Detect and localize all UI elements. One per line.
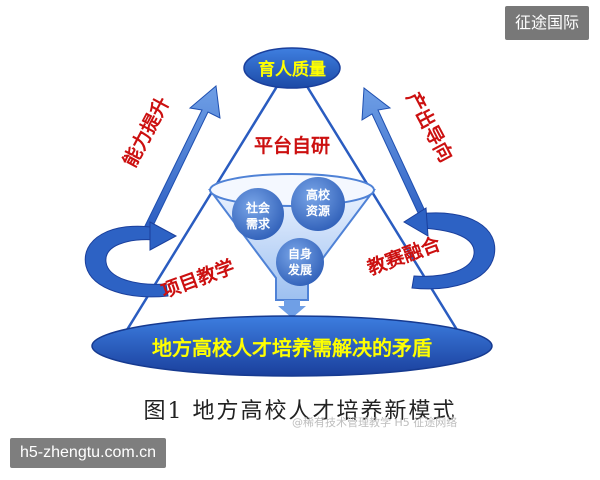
- label-left-up: 能力提升: [118, 93, 174, 171]
- faint-caption: @稀有技术管理教学 H5 征途网络: [292, 416, 458, 429]
- base-node-label: 地方高校人才培养需解决的矛盾: [152, 336, 432, 360]
- label-right-down: 教赛融合: [364, 232, 444, 280]
- talent-cultivation-diagram: 社会 需求 高校 资源 自身 发展 平台自研 育人质量 地方高校人才培养需解决的…: [84, 47, 496, 377]
- right-up-arrow: [361, 87, 433, 231]
- circle-label-self-1: 自身: [288, 246, 312, 261]
- social-demand-circle: [232, 188, 284, 240]
- watermark-top-right: 征途国际: [505, 6, 590, 40]
- base-node: 地方高校人才培养需解决的矛盾: [91, 315, 493, 377]
- right-swoosh-arrow: [403, 207, 496, 290]
- circle-label-school-2: 资源: [306, 203, 330, 218]
- top-node-label: 育人质量: [258, 59, 326, 80]
- figure-caption: 图1 地方高校人才培养新模式: [143, 399, 457, 424]
- self-development-circle: [276, 238, 324, 286]
- school-resources-circle: [291, 177, 345, 231]
- circle-label-social-1: 社会: [245, 200, 271, 215]
- funnel-title: 平台自研: [254, 134, 330, 157]
- top-node: 育人质量: [243, 47, 341, 89]
- circle-label-social-2: 需求: [246, 216, 271, 231]
- watermark-bottom-left: h5-zhengtu.com.cn: [10, 438, 167, 468]
- circle-label-school-1: 高校: [306, 187, 331, 202]
- left-swoosh-arrow: [84, 221, 178, 298]
- circle-label-self-2: 发展: [287, 262, 312, 277]
- left-up-arrow: [143, 85, 221, 233]
- label-right-up: 产出导向: [402, 88, 458, 166]
